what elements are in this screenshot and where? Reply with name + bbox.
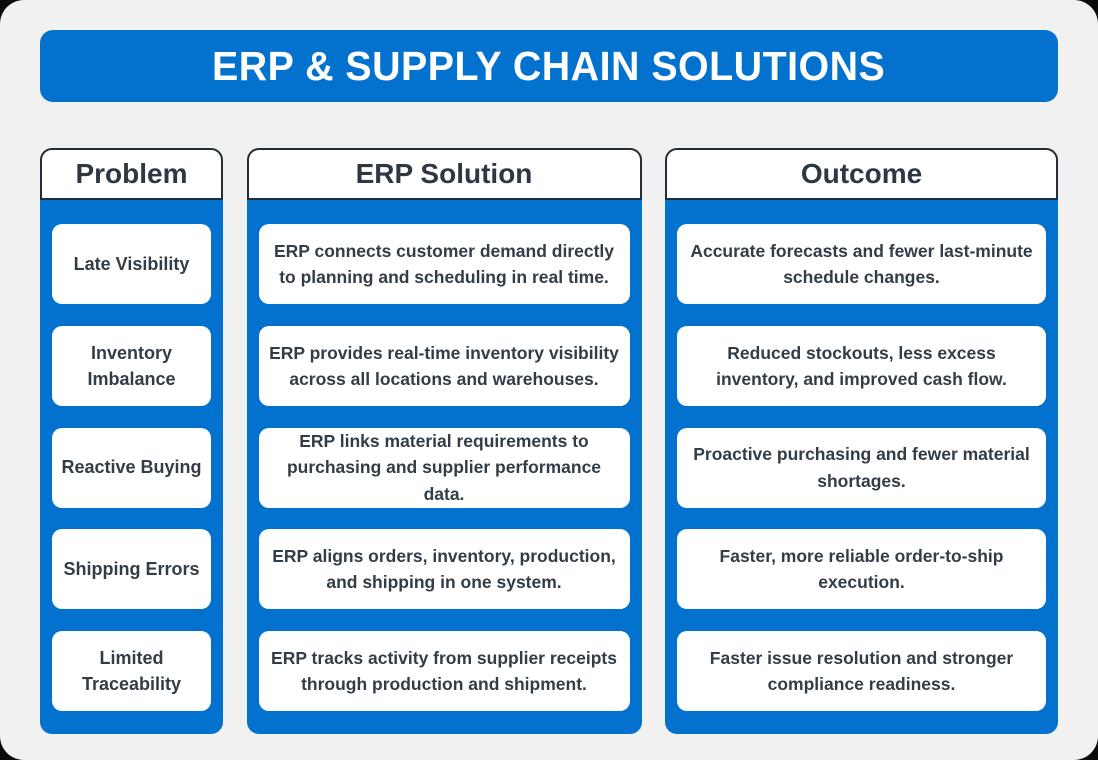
outcome-card: Faster, more reliable order-to-ship exec… bbox=[677, 529, 1046, 610]
solution-card: ERP provides real-time inventory visibil… bbox=[258, 325, 630, 406]
column-erp-solution-header: ERP Solution bbox=[246, 148, 642, 200]
columns-container: Problem Late Visibility Inventory Imbala… bbox=[40, 148, 1058, 734]
column-outcome-body: Accurate forecasts and fewer last-minute… bbox=[665, 200, 1058, 734]
outcome-card-text: Faster, more reliable order-to-ship exec… bbox=[719, 546, 1004, 593]
problem-card: Reactive Buying bbox=[52, 427, 211, 508]
outcome-card-text: Faster issue resolution and stronger com… bbox=[709, 647, 1014, 694]
column-outcome-header: Outcome bbox=[665, 148, 1058, 200]
solution-card-text: ERP tracks activity from supplier receip… bbox=[271, 647, 617, 694]
column-problem-body: Late Visibility Inventory Imbalance Reac… bbox=[40, 200, 223, 734]
outcome-card-text: Proactive purchasing and fewer material … bbox=[693, 444, 1030, 491]
outcome-card: Accurate forecasts and fewer last-minute… bbox=[677, 224, 1046, 304]
column-erp-solution: ERP Solution ERP connects customer deman… bbox=[246, 148, 642, 734]
solution-card: ERP links material requirements to purch… bbox=[258, 427, 630, 508]
column-erp-solution-body: ERP connects customer demand directly to… bbox=[246, 200, 642, 734]
problem-card-text: Limited Traceability bbox=[81, 647, 182, 694]
problem-card-text: Reactive Buying bbox=[61, 457, 202, 478]
column-header-label: Problem bbox=[75, 158, 188, 189]
problem-card-text: Late Visibility bbox=[73, 253, 190, 274]
problem-card: Late Visibility bbox=[52, 224, 211, 304]
solution-card-text: ERP connects customer demand directly to… bbox=[273, 240, 615, 287]
solution-card-text: ERP provides real-time inventory visibil… bbox=[269, 342, 619, 389]
solution-card: ERP tracks activity from supplier receip… bbox=[258, 631, 630, 711]
problem-card: Inventory Imbalance bbox=[52, 325, 211, 406]
outcome-card-text: Accurate forecasts and fewer last-minute… bbox=[690, 240, 1033, 287]
column-outcome: Outcome Accurate forecasts and fewer las… bbox=[665, 148, 1058, 734]
column-header-label: Outcome bbox=[800, 158, 923, 189]
title-banner: ERP & SUPPLY CHAIN SOLUTIONS bbox=[40, 30, 1058, 102]
outcome-card: Proactive purchasing and fewer material … bbox=[677, 427, 1046, 508]
solution-card: ERP connects customer demand directly to… bbox=[258, 224, 630, 304]
solution-card: ERP aligns orders, inventory, production… bbox=[258, 529, 630, 610]
page-title: ERP & SUPPLY CHAIN SOLUTIONS bbox=[212, 42, 886, 89]
problem-card: Limited Traceability bbox=[52, 631, 211, 711]
solution-card-text: ERP aligns orders, inventory, production… bbox=[272, 546, 616, 593]
problem-card-text: Shipping Errors bbox=[63, 559, 200, 580]
outcome-card: Reduced stockouts, less excess inventory… bbox=[677, 325, 1046, 406]
outcome-card-text: Reduced stockouts, less excess inventory… bbox=[716, 342, 1007, 389]
column-header-label: ERP Solution bbox=[355, 158, 533, 189]
column-problem: Problem Late Visibility Inventory Imbala… bbox=[40, 148, 223, 734]
problem-card: Shipping Errors bbox=[52, 529, 211, 610]
solution-card-text: ERP links material requirements to purch… bbox=[286, 431, 602, 504]
outcome-card: Faster issue resolution and stronger com… bbox=[677, 631, 1046, 711]
column-problem-header: Problem bbox=[40, 148, 223, 200]
problem-card-text: Inventory Imbalance bbox=[87, 342, 176, 389]
